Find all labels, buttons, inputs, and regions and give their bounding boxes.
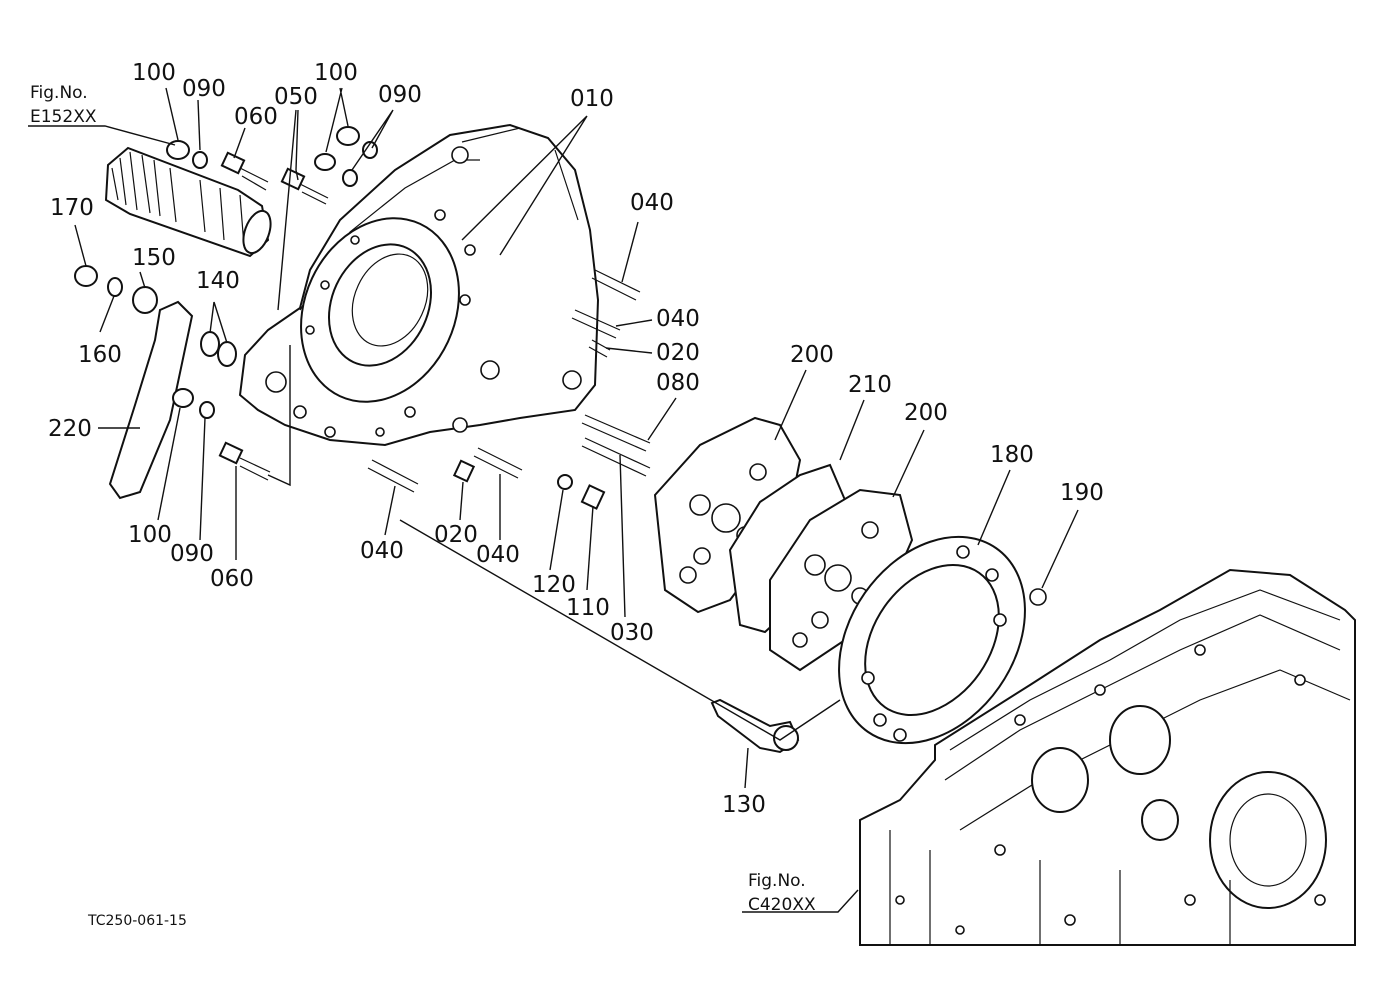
leader-lines (28, 87, 1079, 913)
transmission-case (859, 568, 1356, 946)
callout-label: 040 (656, 306, 700, 332)
drawing-code: TC250-061-15 (87, 913, 187, 929)
callout-label: 060 (234, 104, 278, 130)
shaft (104, 146, 272, 258)
main-housing (238, 123, 600, 447)
callout-label: 080 (656, 370, 700, 396)
callout-label: 040 (360, 538, 404, 564)
fig-ref-code: C420XX (748, 895, 816, 915)
callout-label: 090 (170, 541, 214, 567)
callout-label: 100 (314, 60, 358, 86)
callout-label: 220 (48, 416, 92, 442)
fig-ref-label: Fig.No. (30, 83, 88, 103)
callout-label: 050 (274, 84, 318, 110)
callout-label: 110 (566, 595, 610, 621)
callout-label: 030 (610, 620, 654, 646)
callout-label: 150 (132, 245, 176, 271)
callout-label: 060 (210, 566, 254, 592)
callout-label: 190 (1060, 480, 1104, 506)
callout-label: 210 (848, 372, 892, 398)
callout-label: 010 (570, 86, 614, 112)
callout-label: 200 (790, 342, 834, 368)
callout-label: 100 (132, 60, 176, 86)
callout-label: 160 (78, 342, 122, 368)
callout-label: 090 (378, 82, 422, 108)
figure-ref-e152xx: Fig.No. E152XX (30, 83, 97, 127)
callout-label: 040 (630, 190, 674, 216)
figure-ref-c420xx: Fig.No. C420XX (748, 871, 816, 915)
fig-ref-code: E152XX (30, 107, 97, 127)
fig-ref-label: Fig.No. (748, 871, 806, 891)
callout-label: 180 (990, 442, 1034, 468)
clutch-plates (653, 416, 914, 672)
callout-label: 130 (722, 792, 766, 818)
callout-labels: 100 090 060 050 100 090 010 170 150 140 … (48, 60, 1104, 818)
callout-label: 200 (904, 400, 948, 426)
callout-label: 020 (656, 340, 700, 366)
callout-label: 170 (50, 195, 94, 221)
callout-label: 120 (532, 572, 576, 598)
callout-label: 140 (196, 268, 240, 294)
callout-label: 040 (476, 542, 520, 568)
callout-label: 020 (434, 522, 478, 548)
gasket (838, 535, 1047, 745)
small-hardware (74, 126, 651, 510)
callout-label: 090 (182, 76, 226, 102)
callout-label: 100 (128, 522, 172, 548)
